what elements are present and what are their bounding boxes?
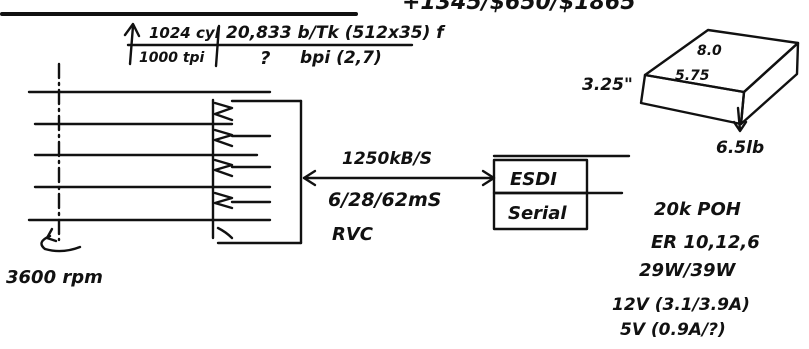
bpi-label: bpi (2,7) (300, 48, 382, 68)
interface-box (492, 154, 631, 231)
transfer-rate-label: 1250kB/S (342, 149, 432, 169)
five-volt-label: 5V (0.9A/?) (620, 320, 726, 340)
top-note: +1345/$650/$1865 (402, 0, 636, 15)
interface-link (302, 169, 496, 187)
box-weight-label: 6.5lb (716, 138, 764, 158)
error-rate-label: ER 10,12,6 (651, 232, 760, 253)
drive-box: 8.0 5.75 3.25" 6.5lb (582, 28, 800, 158)
spec-table: 1024 cyl 20,833 b/Tk (512x35) f 1000 tpi… (123, 22, 446, 69)
tpi-label: 1000 tpi (139, 50, 205, 66)
box-width-label: 5.75 (675, 68, 710, 84)
serial-label: Serial (508, 203, 567, 224)
poh-label: 20k POH (654, 199, 741, 220)
twelve-volt-label: 12V (3.1/3.9A) (612, 295, 750, 315)
rpm-label: 3600 rpm (6, 267, 103, 288)
seek-time-label: 6/28/62mS (328, 189, 441, 211)
bytes-per-track-label: 20,833 b/Tk (512x35) f (226, 23, 446, 43)
rvc-label: RVC (332, 224, 374, 245)
box-length-label: 8.0 (697, 43, 722, 59)
esdi-label: ESDI (510, 169, 557, 190)
power-label: 29W/39W (639, 260, 737, 281)
unknown-density-label: ? (260, 48, 270, 69)
cylinders-label: 1024 cyl (149, 24, 221, 42)
box-height-label: 3.25" (582, 75, 633, 95)
platter-stack (27, 62, 303, 253)
